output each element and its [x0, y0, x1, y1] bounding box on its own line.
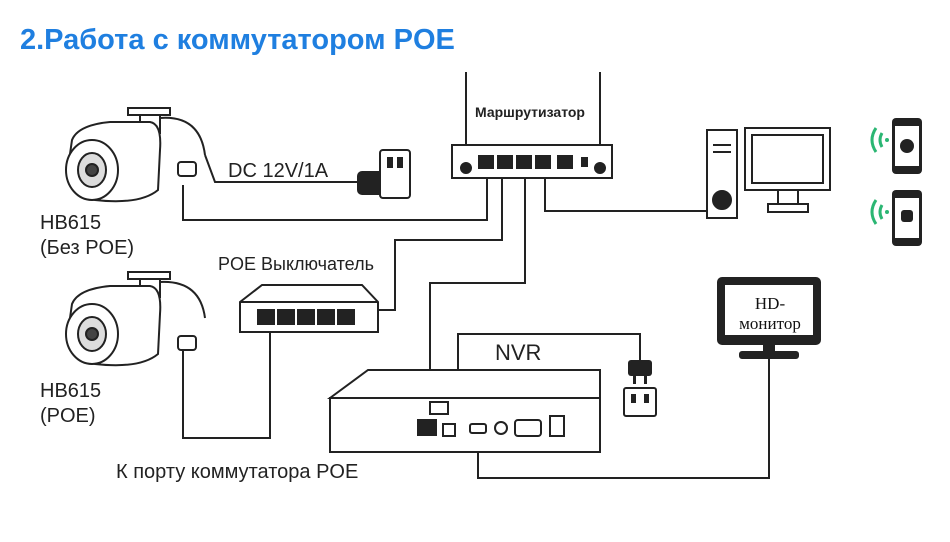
apple-phone-icon [870, 118, 922, 174]
cable-switch-router [378, 172, 503, 311]
nvr-label: NVR [495, 340, 542, 365]
poe-switch-label: POE Выключатель [218, 254, 374, 274]
camera1-note-label: (Без POE) [40, 237, 135, 259]
router-icon [451, 72, 613, 179]
cable-camera2-switch [182, 332, 271, 439]
power-plug-icon [628, 360, 652, 384]
camera2-note-label: (POE) [40, 405, 96, 427]
hd-monitor-icon [717, 277, 821, 359]
router-label: Маршрутизатор [475, 104, 585, 120]
cable-camera1-power [204, 154, 358, 183]
monitor-label: HD-монитор [739, 294, 801, 333]
android-phone-icon [870, 190, 922, 246]
camera1-icon [65, 107, 206, 203]
computer-icon [706, 127, 831, 219]
camera2-model-label: HB615 [40, 380, 102, 402]
cable-router-nvr [429, 172, 526, 425]
cable-nvr-monitor [477, 357, 770, 479]
nvr-icon [326, 369, 601, 453]
page-title: 2.Работа с коммутатором POE [20, 24, 455, 56]
bottom-note-label: К порту коммутатора POE [116, 461, 359, 483]
camera2-icon [65, 271, 206, 367]
wall-outlet-icon [379, 149, 411, 199]
poe-switch-icon [239, 284, 379, 333]
nvr-outlet-icon [623, 387, 657, 417]
cable-router-pc [544, 172, 707, 212]
camera1-model-label: HB615 [40, 212, 102, 234]
cable-camera1-router [182, 172, 488, 221]
power-label: DC 12V/1A [228, 160, 329, 182]
